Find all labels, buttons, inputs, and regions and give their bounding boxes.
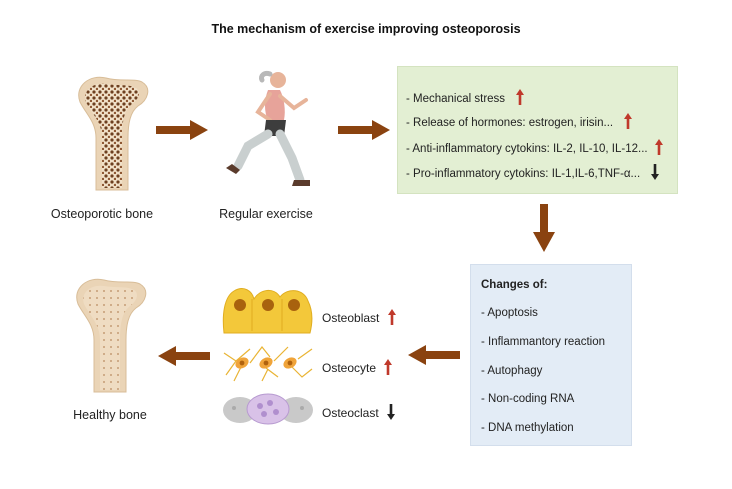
decrease-arrow-icon xyxy=(651,164,659,180)
osteoblast-label: Osteoblast xyxy=(322,311,380,325)
osteocyte-row: Osteocyte xyxy=(322,359,392,375)
change-item: - Apoptosis xyxy=(481,307,538,319)
flow-arrow-1 xyxy=(156,120,208,140)
flow-arrow-3 xyxy=(533,204,555,252)
effect-pro-inflammatory: - Pro-inflammatory cytokins: IL-1,IL-6,T… xyxy=(406,164,659,180)
increase-arrow-icon xyxy=(384,359,392,375)
runner-icon xyxy=(226,71,310,186)
osteoclast-row: Osteoclast xyxy=(322,404,395,420)
osteoblast-cells-icon xyxy=(222,288,313,334)
changes-heading: Changes of: xyxy=(481,279,548,291)
osteoblast-row: Osteoblast xyxy=(322,309,396,325)
osteoclast-label: Osteoclast xyxy=(322,406,379,420)
osteoclast-cells-icon xyxy=(223,393,313,425)
flow-arrow-2 xyxy=(338,120,390,140)
osteoporotic-bone-icon xyxy=(78,76,149,191)
exercise-effects-box: - Mechanical stress - Release of hormone… xyxy=(397,66,678,194)
change-item: - DNA methylation xyxy=(481,422,574,434)
change-item: - Inflammantory reaction xyxy=(481,336,605,348)
regular-exercise-label: Regular exercise xyxy=(219,207,313,221)
flow-arrow-4 xyxy=(408,345,460,365)
increase-arrow-icon xyxy=(388,309,396,325)
change-item: - Autophagy xyxy=(481,365,543,377)
osteoporotic-bone-label: Osteoporotic bone xyxy=(50,207,154,221)
increase-arrow-icon xyxy=(655,139,663,155)
osteocyte-label: Osteocyte xyxy=(322,361,377,375)
healthy-bone-icon xyxy=(76,278,147,393)
effect-hormones: - Release of hormones: estrogen, irisin.… xyxy=(406,113,632,129)
effect-anti-inflammatory: - Anti-inflammatory cytokins: IL-2, IL-1… xyxy=(406,139,663,155)
increase-arrow-icon xyxy=(516,89,524,105)
osteocyte-cells-icon xyxy=(223,346,313,382)
changes-box: Changes of: - Apoptosis - Inflammantory … xyxy=(470,264,632,446)
healthy-bone-label: Healthy bone xyxy=(73,408,147,422)
change-item: - Non-coding RNA xyxy=(481,393,575,405)
diagram-title: The mechanism of exercise improving oste… xyxy=(211,22,521,36)
increase-arrow-icon xyxy=(624,113,632,129)
effect-mechanical-stress: - Mechanical stress xyxy=(406,89,524,105)
decrease-arrow-icon xyxy=(387,404,395,420)
